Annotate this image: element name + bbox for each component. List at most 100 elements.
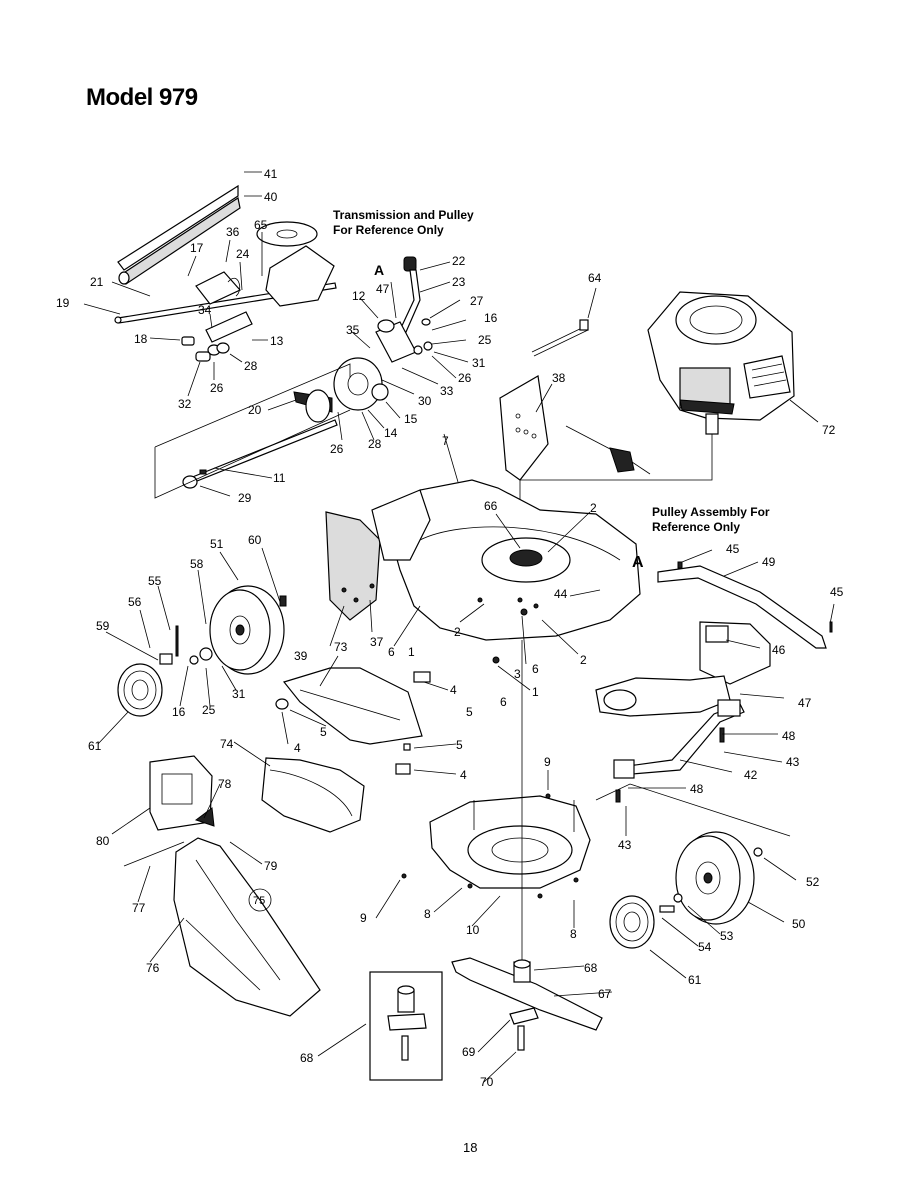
callout-74: 74 (220, 737, 234, 751)
callout-80: 80 (96, 834, 110, 848)
callout-67: 67 (598, 987, 612, 1001)
callout-13: 13 (270, 334, 284, 348)
callout-42: 42 (744, 768, 758, 782)
control-cable (565, 425, 651, 475)
linkage-reference-line (595, 783, 791, 837)
pulley-caption-line2: Reference Only (652, 520, 740, 534)
callout-1b: 1 (532, 685, 539, 699)
callout-12: 12 (352, 289, 366, 303)
callout-15: 15 (404, 412, 418, 426)
callout-17: 17 (190, 241, 204, 255)
rear-door (149, 755, 215, 831)
callout-36: 36 (226, 225, 240, 239)
page-title: Model 979 (86, 84, 198, 111)
gear-sprocket (293, 357, 389, 423)
callout-46: 46 (772, 643, 786, 657)
callout-60: 60 (248, 533, 262, 547)
callout-56: 56 (128, 595, 142, 609)
callout-37: 37 (370, 635, 384, 649)
callout-2a: 2 (590, 501, 597, 515)
callout-23: 23 (452, 275, 466, 289)
callout-5c: 5 (456, 738, 463, 752)
callout-52: 52 (806, 875, 820, 889)
callout-79: 79 (264, 859, 278, 873)
leader-lines (83, 171, 835, 1083)
callout-75: 75 (253, 895, 265, 907)
callout-26c: 26 (330, 442, 344, 456)
callout-3: 3 (514, 667, 521, 681)
callout-9b: 9 (360, 911, 367, 925)
callout-47a: 47 (376, 282, 390, 296)
callout-29: 29 (238, 491, 252, 505)
callout-50: 50 (792, 917, 806, 931)
rear-deck-shield (595, 675, 731, 717)
callout-16a: 16 (484, 311, 498, 325)
pulley-caption-line1: Pulley Assembly For (652, 505, 770, 519)
callout-8a: 8 (424, 907, 431, 921)
callout-26a: 26 (210, 381, 224, 395)
callout-numbers: 41 40 65 17 36 24 21 19 34 18 13 28 26 3… (56, 167, 844, 1089)
callout-78: 78 (218, 777, 232, 791)
callout-27: 27 (470, 294, 484, 308)
left-wheel-assembly (159, 585, 287, 675)
callout-19: 19 (56, 296, 70, 310)
callout-43b: 43 (618, 838, 632, 852)
callout-34: 34 (198, 303, 212, 317)
reference-bracket-line (154, 363, 351, 499)
callout-47b: 47 (798, 696, 812, 710)
transmission-caption-line1: Transmission and Pulley (333, 208, 474, 222)
callout-55: 55 (148, 574, 162, 588)
callout-11: 11 (273, 471, 286, 485)
callout-1a: 1 (408, 645, 415, 659)
reference-a-lower: A (632, 554, 644, 571)
callout-26b: 26 (458, 371, 472, 385)
callout-48b: 48 (690, 782, 704, 796)
blade-adapter-inset (369, 971, 443, 1081)
grass-bag (123, 837, 321, 1017)
callout-54: 54 (698, 940, 712, 954)
callout-69: 69 (462, 1045, 476, 1059)
rear-flap (699, 621, 771, 685)
callout-4a: 4 (450, 683, 457, 697)
callout-7: 7 (442, 434, 449, 448)
callout-32: 32 (178, 397, 192, 411)
callout-21: 21 (90, 275, 104, 289)
callout-73: 73 (334, 640, 348, 654)
shaft-hardware (181, 311, 253, 362)
callout-14: 14 (384, 426, 398, 440)
callout-66: 66 (484, 499, 498, 513)
item-75-circle (248, 888, 272, 912)
engine (519, 291, 795, 520)
callout-44: 44 (554, 587, 568, 601)
callout-25a: 25 (478, 333, 492, 347)
callout-65: 65 (254, 218, 268, 232)
callout-4c: 4 (460, 768, 467, 782)
reference-a-upper: A (374, 262, 384, 278)
mower-blade (451, 957, 603, 1051)
page-number: 18 (463, 1140, 478, 1155)
transmission-caption-line2: For Reference Only (333, 223, 444, 237)
callout-51: 51 (210, 537, 224, 551)
callout-61a: 61 (88, 739, 102, 753)
callout-41: 41 (264, 167, 278, 181)
callout-2c: 2 (580, 653, 587, 667)
callout-31a: 31 (472, 356, 486, 370)
right-hubcap (609, 895, 655, 949)
callout-68b: 68 (300, 1051, 314, 1065)
callout-6a: 6 (532, 662, 539, 676)
callout-35: 35 (346, 323, 360, 337)
callout-5a: 5 (466, 705, 473, 719)
drive-shaft (182, 419, 338, 489)
callout-58: 58 (190, 557, 204, 571)
callout-53: 53 (720, 929, 734, 943)
callout-6c: 6 (500, 695, 507, 709)
callout-6b: 6 (388, 645, 395, 659)
callout-39: 39 (294, 649, 308, 663)
callout-77: 77 (132, 901, 146, 915)
callout-30: 30 (418, 394, 432, 408)
callout-28a: 28 (244, 359, 258, 373)
callout-45b: 45 (830, 585, 844, 599)
right-wheel-assembly (659, 831, 763, 925)
callout-4b: 4 (294, 741, 301, 755)
